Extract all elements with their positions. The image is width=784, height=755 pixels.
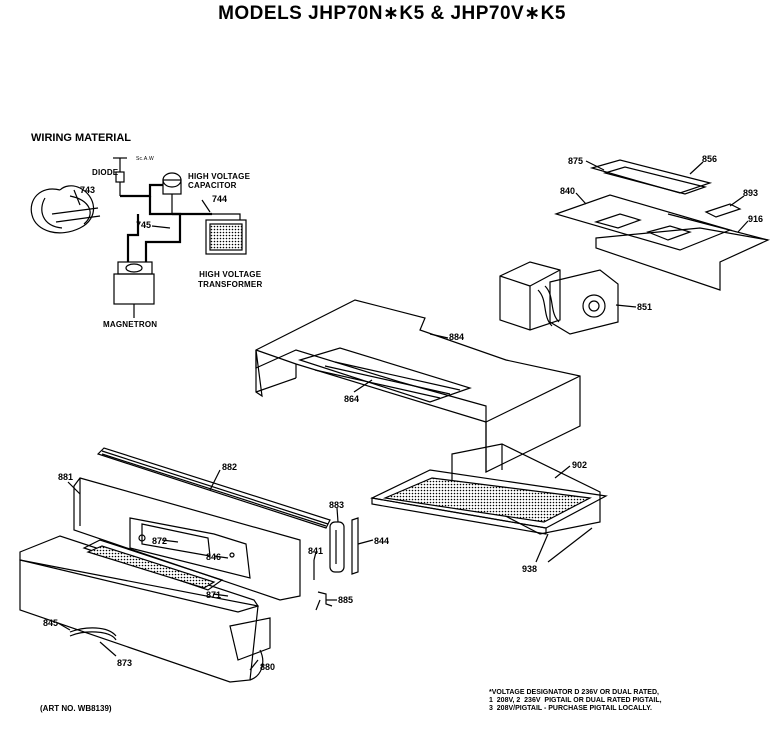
part-number-856: 856 xyxy=(702,154,718,164)
part-number-938: 938 xyxy=(522,564,538,574)
leader-lines-wiring xyxy=(151,199,211,229)
part-number-883: 883 xyxy=(329,500,345,510)
part-number-743: 743 xyxy=(80,185,96,195)
voltage-footnote: *VOLTAGE DESIGNATOR D 236V OR DUAL RATED… xyxy=(489,689,662,712)
part-number-840: 840 xyxy=(560,186,576,196)
wiring-heading: WIRING MATERIAL xyxy=(31,132,132,144)
hv-capacitor xyxy=(162,172,182,214)
part-851-blower xyxy=(499,261,619,335)
part-number-846: 846 xyxy=(206,552,222,562)
hv-transformer xyxy=(205,219,247,255)
part-number-885: 885 xyxy=(338,595,354,605)
part-number-902: 902 xyxy=(572,460,588,470)
part-number-873: 873 xyxy=(117,658,133,668)
part-number-872: 872 xyxy=(152,536,168,546)
part-881-panel xyxy=(73,477,301,601)
hv-capacitor-label: HIGH VOLTAGE CAPACITOR xyxy=(188,172,251,190)
part-856-plate xyxy=(602,166,708,195)
part-number-882: 882 xyxy=(222,462,238,472)
art-number: (ART NO. WB8139) xyxy=(40,704,112,713)
part-845-handle xyxy=(69,627,117,641)
part-number-916: 916 xyxy=(748,214,764,224)
part-844-bracket xyxy=(351,517,359,575)
cap-tiny-label: Sc.A.W xyxy=(136,156,154,162)
hv-transformer-label: HIGH VOLTAGE TRANSFORMER xyxy=(198,270,263,289)
part-875-plate xyxy=(589,159,713,194)
part-884-housing xyxy=(255,299,581,473)
diode-label: DIODE xyxy=(92,168,119,177)
magnetron-symbol xyxy=(113,261,155,318)
part-number-884: 884 xyxy=(449,332,465,342)
part-number-851: 851 xyxy=(637,302,653,312)
part-893-bracket xyxy=(704,203,742,218)
part-number-845: 845 xyxy=(43,618,59,628)
part-number-871: 871 xyxy=(206,590,222,600)
wiring-harness xyxy=(30,185,101,234)
part-number-841: 841 xyxy=(308,546,324,556)
part-883-clip xyxy=(329,521,345,573)
part-number-881: 881 xyxy=(58,472,74,482)
part-number-880: 880 xyxy=(260,662,276,672)
part-number-893: 893 xyxy=(743,188,759,198)
page-title: MODELS JHP70N∗K5 & JHP70V∗K5 xyxy=(218,3,566,24)
wiring-lines xyxy=(120,183,241,262)
part-916-panel xyxy=(595,213,770,291)
part-840-panel xyxy=(554,194,732,251)
diode-symbol xyxy=(113,157,127,196)
magnetron-label: MAGNETRON xyxy=(103,320,158,329)
part-number-844: 844 xyxy=(374,536,390,546)
part-882-strip xyxy=(96,447,331,529)
part-885-latch xyxy=(315,591,333,611)
part-871-bezel xyxy=(19,535,271,683)
part-number-744: 744 xyxy=(212,194,228,204)
leader-lines xyxy=(57,160,749,671)
part-number-745: 745 xyxy=(136,220,152,230)
part-number-864: 864 xyxy=(344,394,360,404)
part-number-875: 875 xyxy=(568,156,584,166)
part-938-filter xyxy=(370,469,608,535)
